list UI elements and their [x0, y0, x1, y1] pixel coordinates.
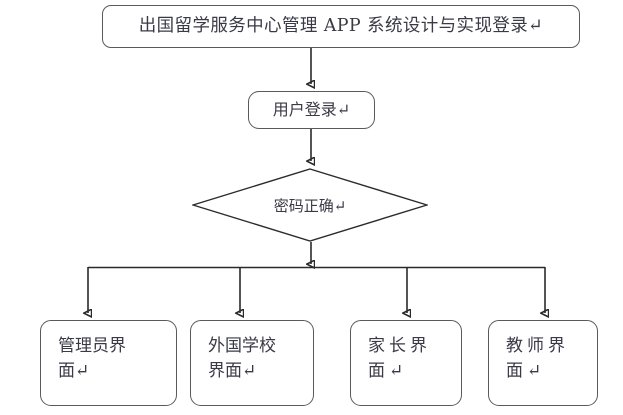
node-admin-interface: 管理员界 面↵	[40, 320, 177, 406]
node-password-correct: 密码正确↵	[192, 168, 428, 242]
node-user-login-label: 用户登录↵	[272, 100, 351, 120]
node-school-interface: 外国学校 界面↵	[190, 320, 314, 406]
node-user-login: 用户登录↵	[248, 91, 375, 129]
node-school-interface-label: 外国学校 界面↵	[208, 336, 276, 381]
diamond-shape-icon	[192, 168, 428, 242]
node-title-label: 出国留学服务中心管理 APP 系统设计与实现登录↵	[138, 15, 544, 36]
node-parent-interface-label: 家长界 面↵	[368, 336, 431, 381]
node-password-correct-label: 密码正确↵	[273, 196, 347, 215]
node-parent-interface: 家长界 面↵	[350, 320, 462, 406]
node-admin-interface-label: 管理员界 面↵	[58, 336, 126, 381]
node-title: 出国留学服务中心管理 APP 系统设计与实现登录↵	[102, 5, 580, 48]
node-teacher-interface: 教师界 面↵	[488, 320, 598, 406]
node-teacher-interface-label: 教师界 面↵	[506, 336, 569, 381]
